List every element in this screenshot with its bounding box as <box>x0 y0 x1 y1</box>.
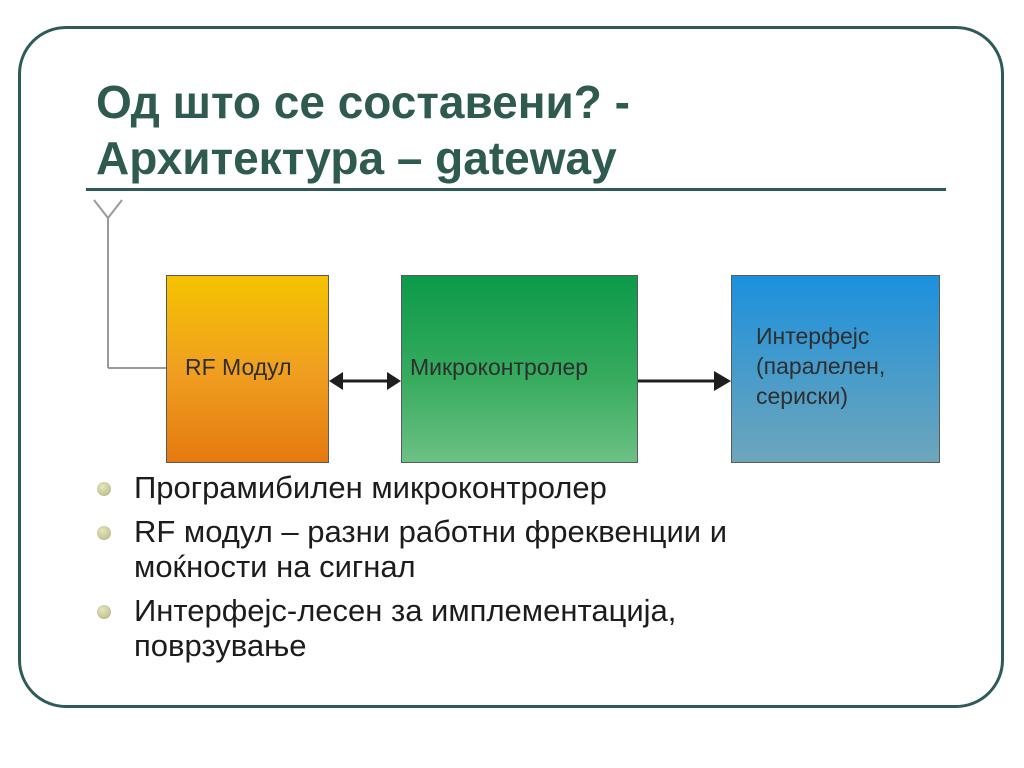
bullet-item: RF модул – разни работни фреквенции и мо… <box>92 514 972 584</box>
slide-frame <box>18 26 1004 708</box>
interface-label-line-2: (паралелен, <box>756 353 886 379</box>
slide-title: Од што се составени? - Архитектура – gat… <box>96 74 956 186</box>
bullet-icon <box>97 482 111 496</box>
bullet-item: Интерфејс-лесен за имплементација, поврз… <box>92 593 972 663</box>
interface-label-line-1: Интерфејс <box>756 323 870 349</box>
title-divider <box>86 188 946 191</box>
interface-block: Интерфејс (паралелен, сериски) <box>731 275 940 463</box>
interface-label: Интерфејс (паралелен, сериски) <box>756 321 885 411</box>
rf-module-block: RF Модул <box>166 275 329 463</box>
bullet-icon <box>97 605 111 619</box>
forward-arrow <box>638 371 731 391</box>
bullet-text-continued: моќности на сигнал <box>134 549 416 584</box>
interface-label-line-3: сериски) <box>756 383 848 409</box>
bullet-list: Програмибилен микроконтролер RF модул – … <box>92 470 972 672</box>
microcontroller-label-line: Микроконтролер <box>410 354 589 380</box>
bullet-text: Програмибилен микроконтролер <box>134 470 607 505</box>
rf-module-label: RF Модул <box>185 352 292 382</box>
title-line-2: Архитектура – gateway <box>96 132 617 184</box>
title-line-1: Од што се составени? - <box>96 76 630 128</box>
microcontroller-label: Микроконтролер <box>410 352 588 382</box>
antenna-icon <box>93 199 168 369</box>
bullet-text: Интерфејс-лесен за имплементација, <box>134 593 677 628</box>
microcontroller-block: Микроконтролер <box>401 275 638 463</box>
bullet-icon <box>97 526 111 540</box>
bullet-text: RF модул – разни работни фреквенции и <box>134 514 728 549</box>
bidirectional-arrow <box>329 372 401 390</box>
rf-module-label-line: RF Модул <box>185 354 292 380</box>
bullet-item: Програмибилен микроконтролер <box>92 470 972 505</box>
bullet-text-continued: поврзување <box>134 628 307 663</box>
